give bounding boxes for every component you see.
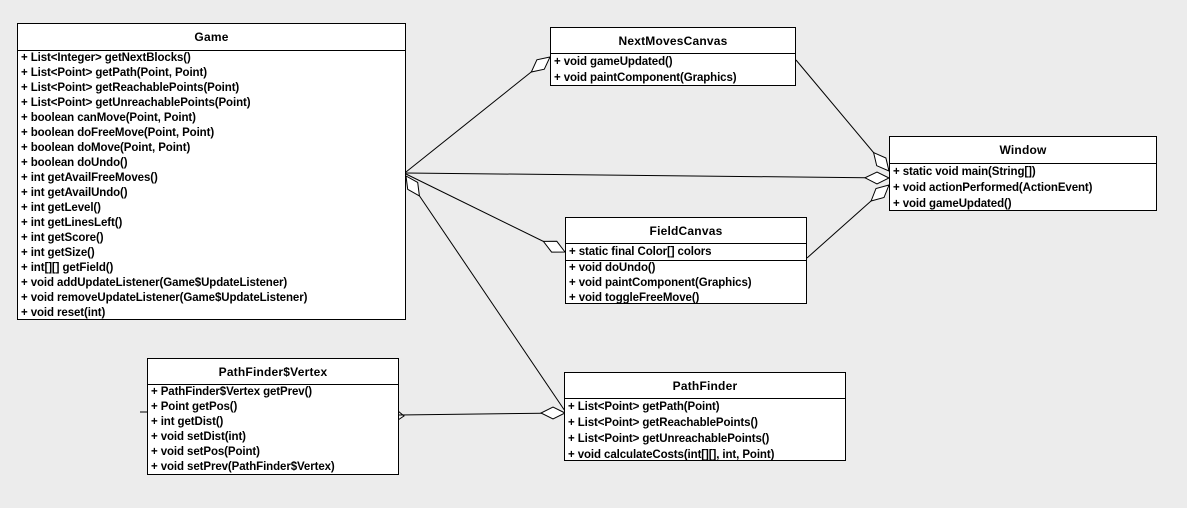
class-window-methods: + static void main(String[]) + void acti… — [890, 164, 1156, 212]
method-item: + List<Point> getPath(Point) — [568, 401, 720, 413]
method-item: + List<Point> getReachablePoints() — [568, 417, 758, 429]
aggregation-fieldcanvas-window — [806, 184, 890, 259]
class-game[interactable]: Game + List<Integer> getNextBlocks() + L… — [17, 23, 406, 320]
method-item: + void addUpdateListener(Game$UpdateList… — [21, 277, 288, 289]
method-item: + void paintComponent(Graphics) — [569, 277, 752, 289]
method-item: + void gameUpdated() — [893, 198, 1012, 210]
method-item: + PathFinder$Vertex getPrev() — [151, 386, 313, 398]
method-item: + List<Integer> getNextBlocks() — [21, 52, 191, 64]
method-item: + List<Point> getReachablePoints(Point) — [21, 82, 240, 94]
class-fieldcanvas-methods: + void doUndo() + void paintComponent(Gr… — [566, 261, 806, 306]
method-item: + int getScore() — [21, 232, 104, 244]
method-item: + void actionPerformed(ActionEvent) — [893, 182, 1093, 194]
method-item: + void calculateCosts(int[][], int, Poin… — [568, 449, 775, 461]
aggregation-pathfinder-game — [405, 175, 566, 412]
class-pathfinder[interactable]: PathFinder + List<Point> getPath(Point) … — [564, 372, 846, 461]
method-item: + boolean doMove(Point, Point) — [21, 142, 191, 154]
class-fieldcanvas[interactable]: FieldCanvas + static final Color[] color… — [565, 217, 807, 304]
method-item: + int[][] getField() — [21, 262, 114, 274]
class-pathfinder-vertex-methods: + PathFinder$Vertex getPrev() + Point ge… — [148, 385, 398, 475]
method-item: + void setPos(Point) — [151, 446, 260, 458]
method-item: + List<Point> getUnreachablePoints(Point… — [21, 97, 251, 109]
method-item: + void setPrev(PathFinder$Vertex) — [151, 461, 335, 473]
method-item: + static void main(String[]) — [893, 166, 1036, 178]
method-item: + int getAvailUndo() — [21, 187, 128, 199]
aggregation-game-window — [405, 171, 891, 185]
method-item: + void doUndo() — [569, 262, 656, 274]
method-item: + int getLinesLeft() — [21, 217, 123, 229]
class-nextmovescanvas-title: NextMovesCanvas — [551, 28, 795, 54]
class-pathfinder-methods: + List<Point> getPath(Point) + List<Poin… — [565, 399, 845, 463]
method-item: + int getLevel() — [21, 202, 101, 214]
method-item: + Point getPos() — [151, 401, 238, 413]
method-item: + int getDist() — [151, 416, 224, 428]
method-item: + void toggleFreeMove() — [569, 292, 700, 304]
method-item: + boolean doFreeMove(Point, Point) — [21, 127, 215, 139]
method-item: + boolean doUndo() — [21, 157, 128, 169]
method-item: + void gameUpdated() — [554, 56, 673, 68]
method-item: + List<Point> getUnreachablePoints() — [568, 433, 770, 445]
method-item: + boolean canMove(Point, Point) — [21, 112, 196, 124]
method-item: + void setDist(int) — [151, 431, 246, 443]
method-item: + int getSize() — [21, 247, 95, 259]
class-nextmovescanvas-methods: + void gameUpdated() + void paintCompone… — [551, 54, 795, 86]
method-item: + void removeUpdateListener(Game$UpdateL… — [21, 292, 308, 304]
class-window[interactable]: Window + static void main(String[]) + vo… — [889, 136, 1157, 211]
aggregation-pathfindervertex-pathfinder — [140, 406, 567, 421]
class-pathfinder-vertex[interactable]: PathFinder$Vertex + PathFinder$Vertex ge… — [147, 358, 399, 475]
method-item: + void paintComponent(Graphics) — [554, 72, 737, 84]
class-window-title: Window — [890, 137, 1156, 164]
method-item: + void reset(int) — [21, 307, 106, 319]
field-item: + static final Color[] colors — [569, 246, 712, 258]
aggregation-game-nextmovescanvas — [405, 56, 551, 173]
method-item: + List<Point> getPath(Point, Point) — [21, 67, 207, 79]
class-fieldcanvas-title: FieldCanvas — [566, 218, 806, 244]
class-pathfinder-vertex-title: PathFinder$Vertex — [148, 359, 398, 385]
class-fieldcanvas-fields: + static final Color[] colors — [566, 244, 806, 261]
class-nextmovescanvas[interactable]: NextMovesCanvas + void gameUpdated() + v… — [550, 27, 796, 86]
class-game-title: Game — [18, 24, 405, 51]
method-item: + int getAvailFreeMoves() — [21, 172, 158, 184]
class-game-methods: + List<Integer> getNextBlocks() + List<P… — [18, 51, 405, 321]
aggregation-game-fieldcanvas — [405, 173, 567, 253]
class-pathfinder-title: PathFinder — [565, 373, 845, 399]
aggregation-nextmovescanvas-window — [795, 59, 890, 172]
